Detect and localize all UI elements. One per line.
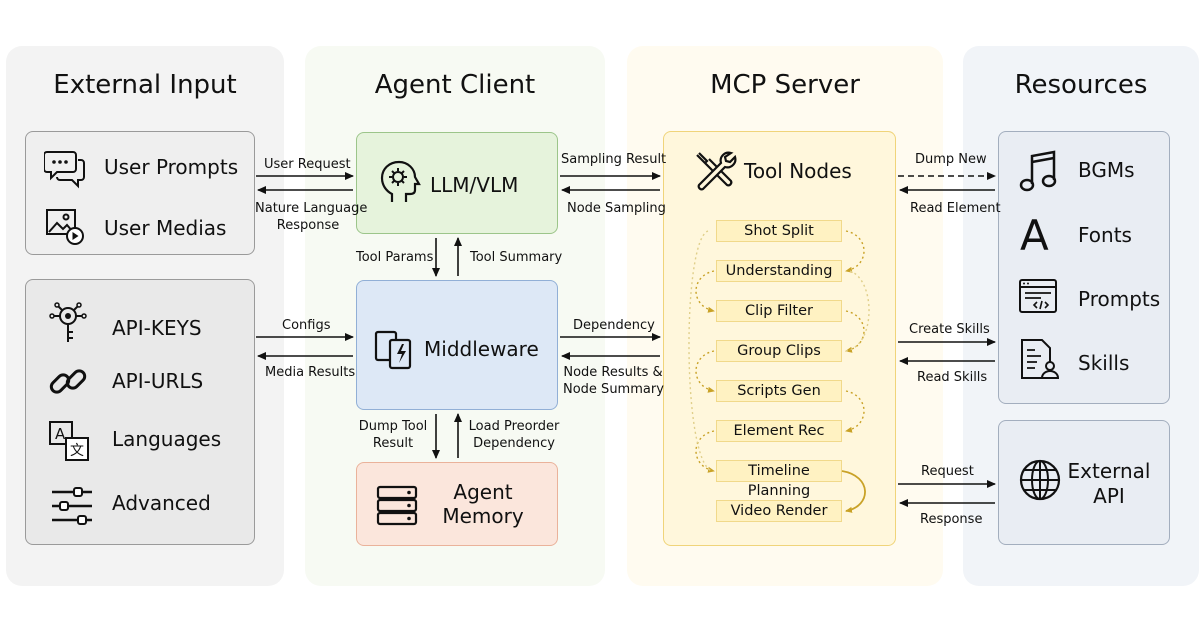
agent-memory-box [356,462,558,546]
label-response: Response [920,512,983,527]
chat-bubbles-icon [44,151,85,189]
label-read-skills: Read Skills [917,370,988,385]
svg-text:A: A [1020,214,1049,254]
resources-box [998,131,1170,404]
font-letter-icon: A [1020,214,1049,254]
node-understanding: Understanding [716,260,842,282]
label-request: Request [921,464,974,479]
node-video-render: Video Render [716,500,842,522]
key-circuit-icon [49,302,87,342]
label-nature-language-2: Response [276,218,340,233]
agent-client-title: Agent Client [374,70,536,100]
middleware-label: Middleware [424,337,539,361]
llm-vlm-label: LLM/VLM [430,173,519,197]
api-urls-label: API-URLS [112,369,204,393]
database-icon [376,485,418,526]
node-scripts-gen: Scripts Gen [716,380,842,402]
translate-icon: A 文 [49,421,89,461]
api-keys-label: API-KEYS [112,316,202,340]
label-node-results-2: Node Summary [563,382,664,397]
bgms-label: BGMs [1078,158,1135,182]
label-configs: Configs [282,318,331,333]
svg-text:A: A [55,425,66,443]
label-node-results-1: Node Results & [563,365,663,380]
document-user-icon [1021,339,1060,379]
brain-gear-icon [380,160,421,202]
label-dump-tool-2: Result [372,436,414,451]
label-tool-params: Tool Params [356,250,434,265]
label-load-preorder-2: Dependency [473,436,555,451]
svg-text:文: 文 [70,443,84,459]
devices-icon [374,330,412,370]
llm-vlm-box [356,132,558,234]
node-timeline-planning: Timeline Planning [716,460,842,499]
node-element-rec: Element Rec [716,420,842,442]
label-nature-language-1: Nature Language [255,201,368,216]
external-api-line1: External [1067,459,1151,483]
label-dependency: Dependency [573,318,655,333]
label-sampling-result: Sampling Result [561,152,667,167]
label-dump-tool-1: Dump Tool [358,419,428,434]
external-api-line2: API [1093,484,1125,508]
prompts-label: Prompts [1078,287,1161,311]
external-api-box [998,420,1170,545]
tool-nodes-label: Tool Nodes [744,159,852,183]
label-tool-summary: Tool Summary [470,250,563,265]
label-create-skills: Create Skills [909,322,990,337]
node-clip-filter: Clip Filter [716,300,842,322]
user-prompts-label: User Prompts [104,155,239,179]
globe-icon [1019,459,1061,501]
label-media-results: Media Results [265,365,356,380]
agent-memory-line2: Memory [442,504,524,528]
advanced-label: Advanced [112,491,211,515]
agent-memory-line1: Agent [453,480,513,504]
code-window-icon [1019,279,1057,313]
fonts-label: Fonts [1078,223,1132,247]
chain-link-icon [49,369,87,394]
label-node-sampling: Node Sampling [567,201,666,216]
node-group-clips: Group Clips [716,340,842,362]
wrench-screwdriver-icon [696,151,737,191]
label-dump-new: Dump New [915,152,987,167]
label-load-preorder-1: Load Preorder [468,419,560,434]
sliders-icon [52,487,92,525]
external-input-title: External Input [53,70,237,100]
skills-label: Skills [1078,351,1130,375]
music-note-icon [1019,150,1057,192]
resources-title: Resources [1014,70,1148,100]
languages-label: Languages [112,427,222,451]
label-read-element: Read Element [910,201,1001,216]
mcp-server-title: MCP Server [710,70,860,100]
label-user-request: User Request [264,157,351,172]
user-medias-label: User Medias [104,216,227,240]
image-video-icon [46,209,84,245]
node-shot-split: Shot Split [716,220,842,242]
arrow-timeline-to-render [841,470,866,513]
